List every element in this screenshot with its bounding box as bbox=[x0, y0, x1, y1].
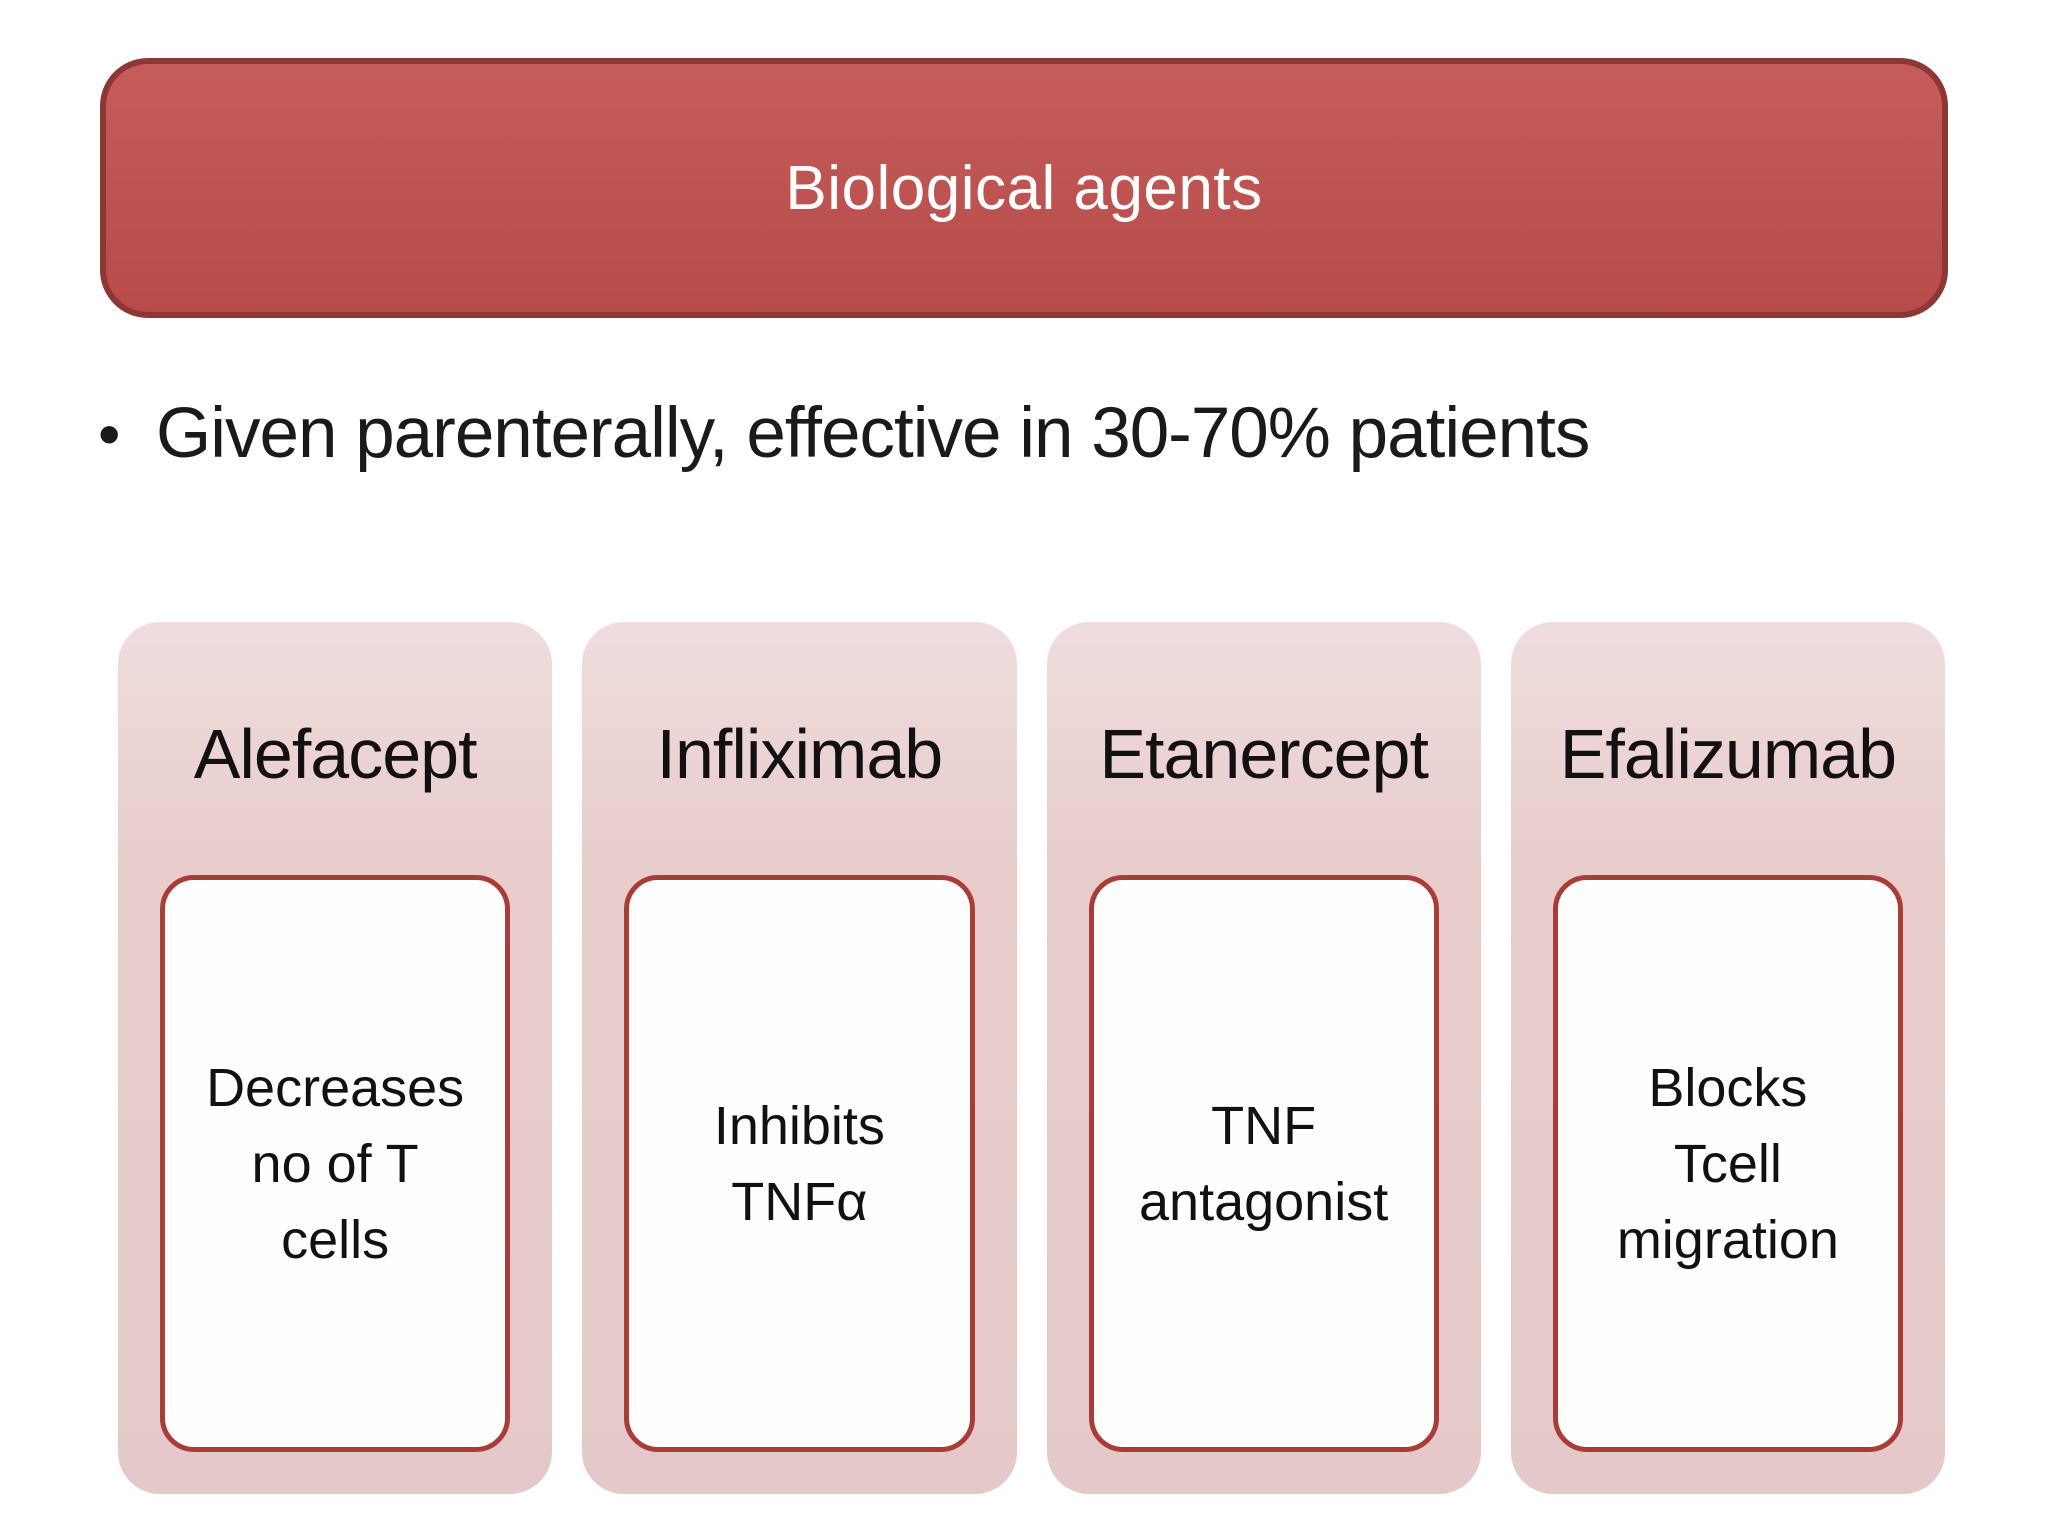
agent-name: Etanercept bbox=[1099, 715, 1429, 793]
mechanism-box: Inhibits TNFα bbox=[624, 875, 975, 1452]
mechanism-box: Decreases no of T cells bbox=[160, 875, 511, 1452]
agent-card-alefacept: Alefacept Decreases no of T cells bbox=[118, 622, 553, 1494]
agent-card-efalizumab: Efalizumab Blocks Tcell migration bbox=[1510, 622, 1945, 1494]
mechanism-text: Blocks Tcell migration bbox=[1616, 1057, 1839, 1270]
mechanism-text: TNF antagonist bbox=[1139, 1095, 1389, 1232]
agent-columns: Alefacept Decreases no of T cells Inflix… bbox=[118, 622, 1945, 1494]
slide-title: Biological agents bbox=[785, 153, 1263, 223]
agent-card-etanercept: Etanercept TNF antagonist bbox=[1046, 622, 1481, 1494]
agent-name: Efalizumab bbox=[1559, 715, 1897, 793]
bullet-text: Given parenterally, effective in 30-70% … bbox=[156, 394, 1590, 473]
bullet-row: • Given parenterally, effective in 30-70… bbox=[98, 378, 1636, 490]
bullet-marker: • bbox=[98, 398, 121, 470]
mechanism-box: Blocks Tcell migration bbox=[1552, 875, 1903, 1452]
agent-name: Alefacept bbox=[193, 715, 478, 793]
mechanism-text: Inhibits TNFα bbox=[713, 1095, 885, 1232]
title-banner: Biological agents bbox=[100, 58, 1948, 318]
agent-name: Infliximab bbox=[656, 715, 944, 793]
mechanism-text: Decreases no of T cells bbox=[206, 1057, 465, 1270]
agent-card-infliximab: Infliximab Inhibits TNFα bbox=[582, 622, 1017, 1494]
mechanism-box: TNF antagonist bbox=[1088, 875, 1439, 1452]
